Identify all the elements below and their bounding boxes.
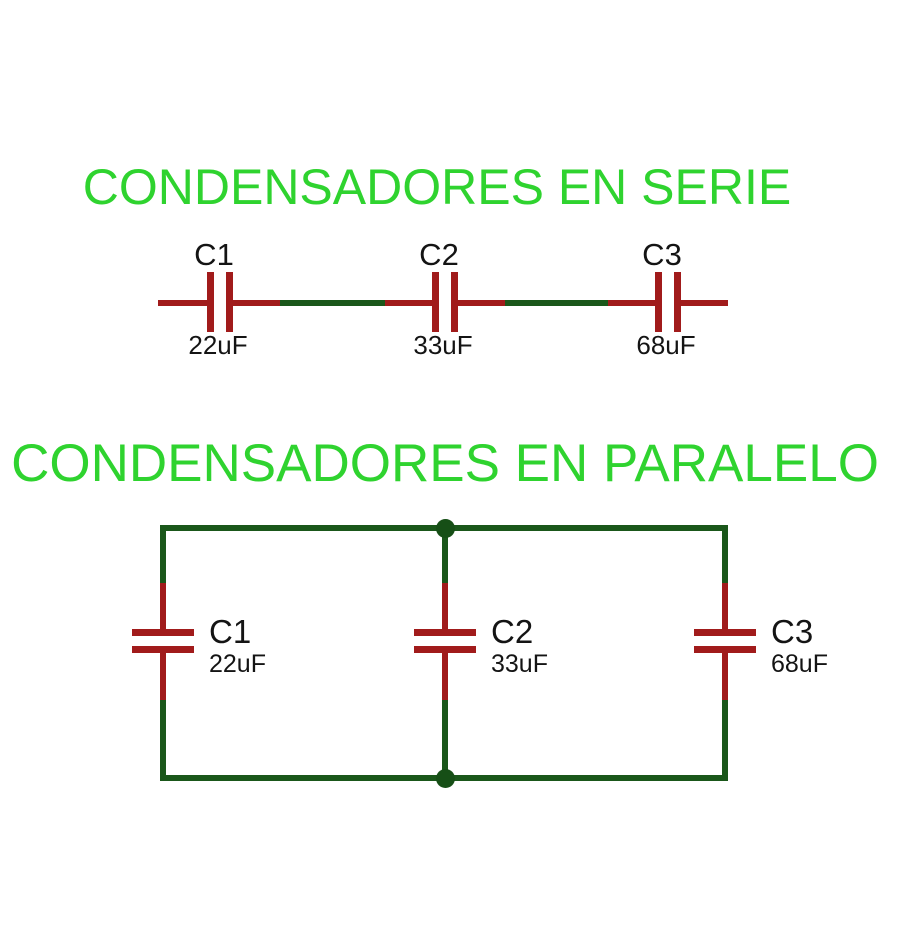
capacitor-plate xyxy=(655,272,662,332)
capacitor-plate xyxy=(132,646,194,653)
capacitor-value-label: 68uF xyxy=(771,650,828,678)
wire-segment xyxy=(158,300,207,306)
wire-segment xyxy=(442,583,448,629)
capacitor-name-label: C3 xyxy=(642,237,682,272)
wire-segment xyxy=(722,525,728,583)
capacitor-plate xyxy=(432,272,439,332)
wire-segment xyxy=(160,583,166,629)
wire-segment xyxy=(442,653,448,700)
wire-segment xyxy=(160,525,166,583)
wire-segment xyxy=(722,653,728,700)
capacitor-value-label: 22uF xyxy=(188,330,248,360)
capacitor-plate xyxy=(451,272,458,332)
parallel-title: CONDENSADORES EN PARALELO xyxy=(11,434,879,493)
junction-dot-bottom xyxy=(436,769,455,788)
wire-segment xyxy=(505,300,608,306)
capacitor-name-label: C1 xyxy=(194,237,234,272)
wire-segment xyxy=(442,700,448,781)
wire-segment xyxy=(385,300,432,306)
wire-segment xyxy=(722,700,728,781)
wire-segment xyxy=(280,300,385,306)
capacitor-value-label: 22uF xyxy=(209,650,266,678)
wire-segment xyxy=(160,653,166,700)
wire-segment xyxy=(160,700,166,781)
junction-dot-top xyxy=(436,519,455,538)
wire-segment xyxy=(458,300,505,306)
capacitor-name-label: C3 xyxy=(771,613,814,650)
capacitor-plate xyxy=(207,272,214,332)
capacitor-plate xyxy=(694,646,756,653)
capacitor-plate xyxy=(674,272,681,332)
series-title: CONDENSADORES EN SERIE xyxy=(82,159,792,215)
wire-segment xyxy=(681,300,728,306)
capacitor-value-label: 33uF xyxy=(491,650,548,678)
capacitor-plate xyxy=(226,272,233,332)
capacitor-plate xyxy=(694,629,756,636)
capacitor-plate xyxy=(414,629,476,636)
capacitor-name-label: C2 xyxy=(491,613,534,650)
capacitor-plate xyxy=(414,646,476,653)
capacitor-name-label: C1 xyxy=(209,613,252,650)
capacitor-value-label: 68uF xyxy=(636,330,696,360)
wire-segment xyxy=(608,300,655,306)
wire-segment xyxy=(442,525,448,583)
capacitor-name-label: C2 xyxy=(419,237,459,272)
capacitor-plate xyxy=(132,629,194,636)
capacitor-value-label: 33uF xyxy=(413,330,473,360)
wire-segment xyxy=(722,583,728,629)
wire-segment xyxy=(233,300,280,306)
